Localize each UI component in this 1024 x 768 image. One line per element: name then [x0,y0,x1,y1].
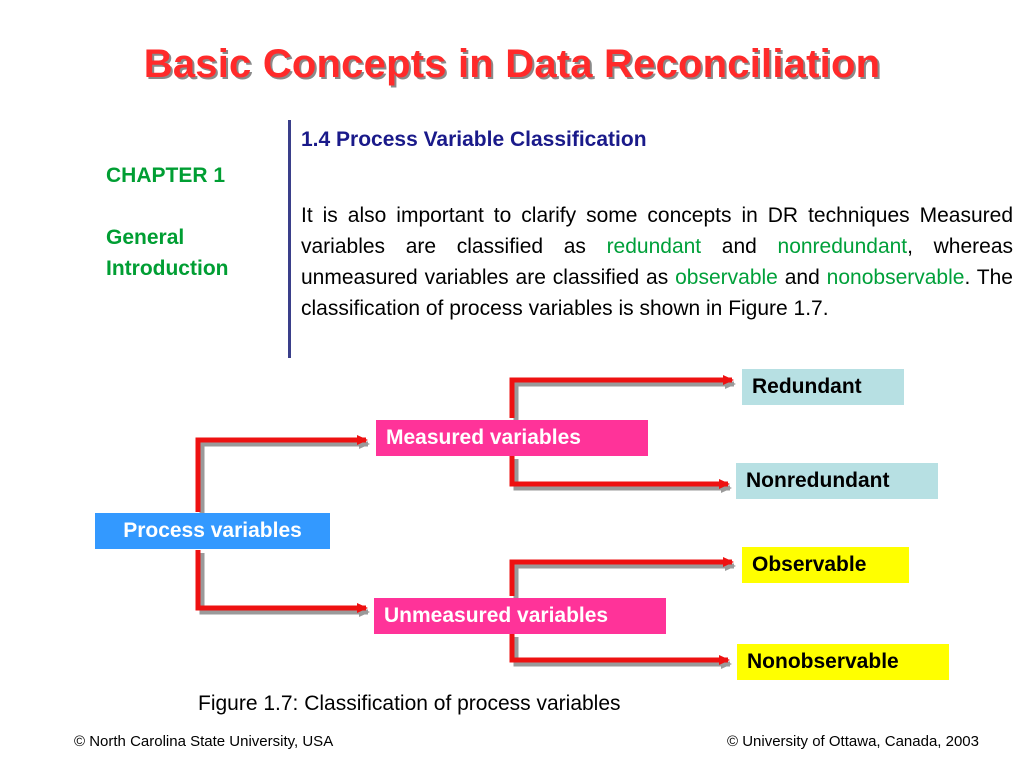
arrow-shadow-unmeasured [199,553,370,617]
section-title: 1.4 Process Variable Classification [301,128,647,151]
arrow-unmeasured-to-observable [509,557,734,596]
arrow-shadow-observable [513,561,736,599]
term-redundant: redundant [606,235,702,258]
chapter-subtitle-line1: General [106,226,185,249]
para-text-4: and [777,266,827,289]
chapter-sidebar: CHAPTER 1 General Introduction [106,160,286,284]
section-paragraph: It is also important to clarify some con… [301,200,1013,324]
term-nonobservable: nonobservable [826,266,965,289]
arrow-shadow-measured [199,439,370,515]
arrow-shadow-nonobservable [513,637,732,669]
vertical-divider [288,120,291,358]
term-nonredundant: nonredundant [777,235,908,258]
slide-title: Basic Concepts in Data Reconciliation [143,42,881,86]
para-text-1: It is also important to clarify some con… [301,204,1013,258]
node-redundant: Redundant [742,369,904,405]
arrow-measured-to-nonredundant [509,456,730,489]
node-unmeasured-variables: Unmeasured variables [374,598,666,634]
arrow-shadow-nonredundant [513,459,732,493]
term-observable: observable [675,266,778,289]
arrow-unmeasured-to-nonobservable [509,634,730,665]
figure-caption: Figure 1.7: Classification of process va… [198,692,621,715]
para-text-2: and [701,235,778,258]
arrow-measured-to-redundant [509,375,734,418]
node-nonobservable: Nonobservable [737,644,949,680]
para-text-5: . The classification of process variable… [301,266,1013,320]
node-process-variables: Process variables [95,513,330,549]
footer-right: © University of Ottawa, Canada, 2003 [726,733,979,750]
arrow-process-to-unmeasured [195,550,368,613]
node-measured-variables: Measured variables [376,420,648,456]
node-observable: Observable [742,547,909,583]
arrow-process-to-measured [195,435,368,512]
chapter-subtitle-line2: Introduction [106,257,229,280]
arrow-shadow-redundant [513,379,736,421]
chapter-label: CHAPTER 1 [106,164,226,187]
footer-left: © North Carolina State University, USA [74,733,334,750]
para-text-3: , whereas unmeasured variables are class… [301,235,1014,289]
node-nonredundant: Nonredundant [736,463,938,499]
